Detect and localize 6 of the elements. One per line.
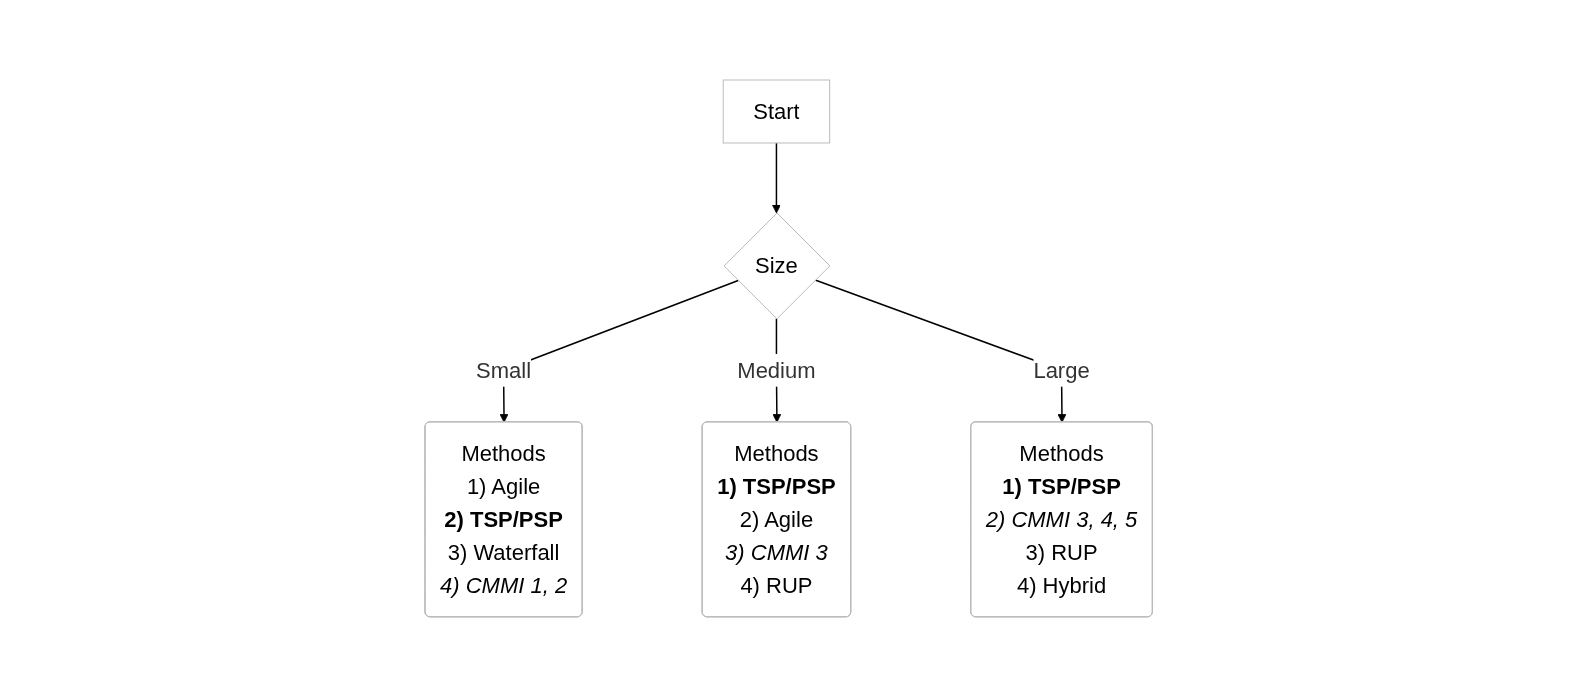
node-diamond: Size	[723, 212, 831, 319]
edge-label: Small	[476, 357, 532, 383]
edge-label: Large	[1033, 357, 1090, 383]
node-box: Start	[723, 79, 831, 144]
arrow	[772, 141, 782, 213]
edge-label: Medium	[737, 357, 816, 383]
